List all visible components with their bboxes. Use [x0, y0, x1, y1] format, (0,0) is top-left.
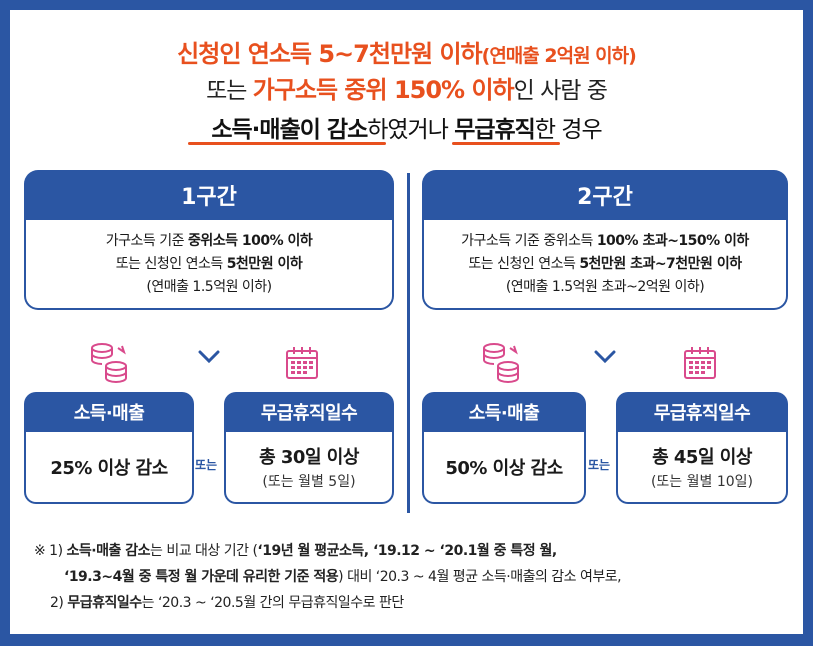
- section-2-leave-criterion: 총 45일 이상 (또는 월별 10일): [616, 432, 788, 504]
- section-2-criteria: 가구소득 기준 중위소득 100% 초과~150% 이하 또는 신청인 연소득 …: [422, 220, 788, 310]
- headline-unpaid-leave: 무급휴직: [454, 117, 536, 143]
- chevron-down-icon: [594, 350, 616, 364]
- calendar-icon: [286, 347, 318, 379]
- section-2-income-label: 소득·매출: [422, 392, 586, 432]
- underline-income-decrease: [188, 142, 386, 145]
- section-2-or: 또는: [588, 458, 611, 472]
- section-1-or: 또는: [195, 458, 218, 472]
- note-2: 2) 무급휴직일수는 ‘20.3 ~ ‘20.5월 간의 무급휴직일수로 판단: [50, 595, 404, 611]
- note-1: ※ 1) 소득·매출 감소는 비교 대상 기간 (‘19년 월 평균소득, ‘1…: [34, 543, 557, 559]
- section-1-income-criterion: 25% 이상 감소: [24, 432, 194, 504]
- headline-household-income: 가구소득 중위 150% 이하: [252, 76, 515, 104]
- headline-line-1: 신청인 연소득 5~7천만원 이하(연매출 2억원 이하): [10, 34, 803, 69]
- headline-line-3: 소득·매출이 감소하였거나 무급휴직한 경우: [211, 117, 602, 143]
- coins-icon: [483, 343, 519, 384]
- section-1-leave-criterion: 총 30일 이상 (또는 월별 5일): [224, 432, 394, 504]
- section-1-criteria: 가구소득 기준 중위소득 100% 이하 또는 신청인 연소득 5천만원 이하 …: [24, 220, 394, 310]
- infographic-frame: 신청인 연소득 5~7천만원 이하(연매출 2억원 이하) 또는 가구소득 중위…: [10, 10, 803, 634]
- section-2-title: 2구간: [422, 170, 788, 220]
- section-2-leave-label: 무급휴직일수: [616, 392, 788, 432]
- headline-line-2: 또는 가구소득 중위 150% 이하인 사람 중: [206, 76, 608, 104]
- headline-income-limit: 신청인 연소득 5~7천만원 이하: [177, 40, 482, 68]
- section-divider: [407, 173, 410, 513]
- section-1-leave-label: 무급휴직일수: [224, 392, 394, 432]
- chevron-down-icon: [198, 350, 220, 364]
- headline-revenue-limit: (연매출 2억원 이하): [481, 45, 637, 67]
- section-2-income-criterion: 50% 이상 감소: [422, 432, 586, 504]
- note-1-continued: ‘19.3~4월 중 특정 월 가운데 유리한 기준 적용) 대비 ‘20.3 …: [64, 569, 622, 585]
- section-1-title: 1구간: [24, 170, 394, 220]
- calendar-icon: [684, 347, 716, 379]
- coins-icon: [91, 343, 127, 384]
- underline-unpaid-leave: [452, 142, 560, 145]
- headline-income-decrease: 소득·매출이 감소: [211, 117, 368, 143]
- section-1-income-label: 소득·매출: [24, 392, 194, 432]
